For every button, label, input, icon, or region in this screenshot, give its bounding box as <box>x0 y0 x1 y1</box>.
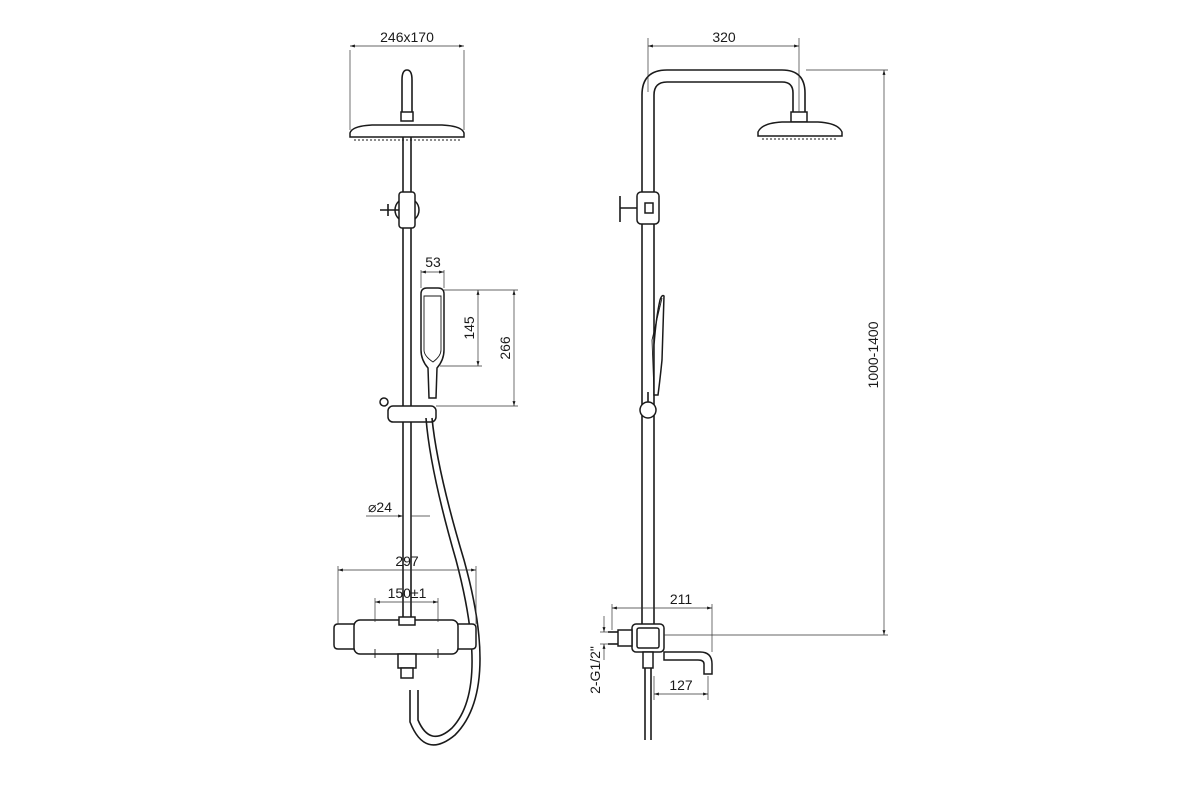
dim-hand-width: 53 <box>425 254 441 270</box>
front-diverter-sleeve <box>398 191 416 229</box>
front-dimensions: 246x170 53 145 266 ⌀24 297 150±1 <box>337 29 518 624</box>
side-mixer-face <box>636 627 660 649</box>
front-shower-head <box>349 124 465 138</box>
dim-hand-total-height: 266 <box>497 336 513 360</box>
dim-head-size: 246x170 <box>380 29 434 45</box>
dim-mixer-depth: 211 <box>670 591 693 607</box>
side-diverter-knob <box>619 196 637 222</box>
dim-arm-length: 320 <box>712 29 736 45</box>
side-slider-knob <box>639 401 657 419</box>
dim-mixer-width: 297 <box>395 553 419 569</box>
side-bath-spout <box>663 651 713 675</box>
front-hose-outer <box>409 417 481 746</box>
dim-inlet-thread: 2-G1/2" <box>587 646 603 694</box>
dim-inlet-spacing: 150±1 <box>388 585 427 601</box>
side-dimensions: 320 1000-1400 211 127 2-G1/2" <box>587 29 888 700</box>
front-hand-face <box>423 295 442 363</box>
side-diverter-port <box>644 202 654 214</box>
front-slider-bracket <box>387 405 437 423</box>
side-mixer-eccentric <box>617 629 633 647</box>
side-head-connector <box>790 111 808 123</box>
dim-rail-diameter: ⌀24 <box>368 499 392 515</box>
dim-hand-face-height: 145 <box>461 316 477 340</box>
front-slider-knob <box>379 397 389 407</box>
front-hose-inner <box>417 417 473 738</box>
front-mixer-top-port <box>398 616 416 626</box>
side-arm-inner <box>653 81 794 112</box>
side-view <box>608 69 843 740</box>
side-shower-head <box>757 121 843 137</box>
dim-spout-length: 127 <box>669 677 693 693</box>
front-head-neck <box>401 69 413 118</box>
front-mixer-nut <box>400 667 414 679</box>
front-hand-shower <box>420 287 445 399</box>
dim-height-range: 1000-1400 <box>865 321 881 388</box>
front-mixer-outlet <box>397 653 417 669</box>
side-arm-outer <box>641 69 806 112</box>
side-lower-connector <box>642 651 654 669</box>
side-hand-edge <box>651 297 663 393</box>
front-head-connector <box>400 111 414 122</box>
front-view <box>333 69 481 746</box>
front-diverter-lever <box>380 204 399 216</box>
